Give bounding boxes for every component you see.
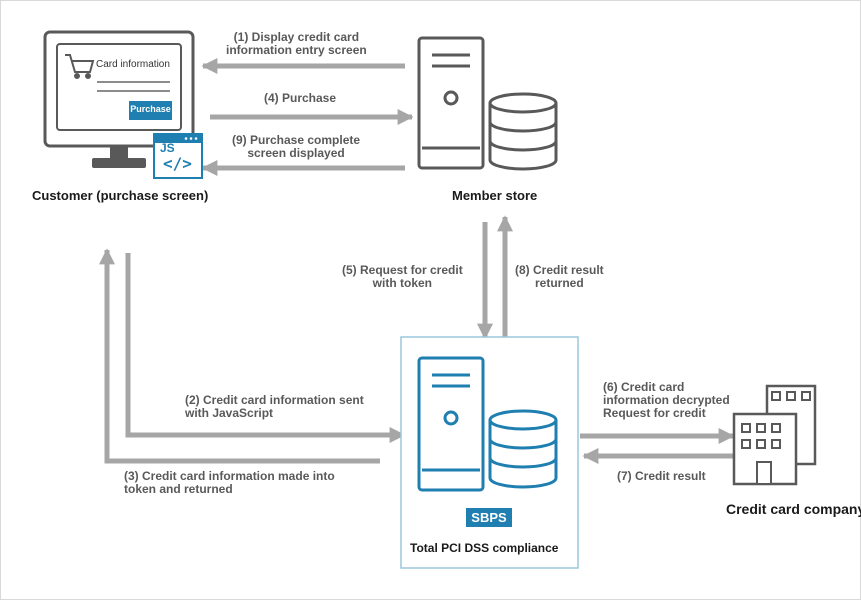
purchase-button-bg xyxy=(129,101,172,120)
arrow-step-2 xyxy=(125,253,406,444)
purchase-button: Purchase xyxy=(130,104,171,114)
js-badge: JS xyxy=(160,141,175,155)
sbps-badge: SBPS xyxy=(466,508,512,527)
cart-icon xyxy=(65,54,95,79)
database-icon xyxy=(488,92,558,171)
step-7-label: (7) Credit result xyxy=(617,469,706,483)
form-lines xyxy=(97,81,170,92)
arrow-step-3 xyxy=(98,248,380,464)
sbps-database-icon xyxy=(488,409,558,489)
sbps-server-icon xyxy=(417,356,485,492)
javascript-icon xyxy=(153,133,203,179)
building-icon xyxy=(732,384,817,486)
customer-label: Customer (purchase screen) xyxy=(32,188,209,203)
member-store-label: Member store xyxy=(452,188,538,203)
card-information-title: Card information xyxy=(96,59,170,70)
monitor-icon xyxy=(43,30,195,168)
sbps-caption: Total PCI DSS compliance xyxy=(410,541,559,555)
code-glyph: </> xyxy=(163,154,192,173)
arrows xyxy=(98,57,736,465)
server-icon xyxy=(417,36,485,170)
step-4-label: (4) Purchase xyxy=(264,91,337,105)
credit-company-label: Credit card company xyxy=(726,501,861,517)
